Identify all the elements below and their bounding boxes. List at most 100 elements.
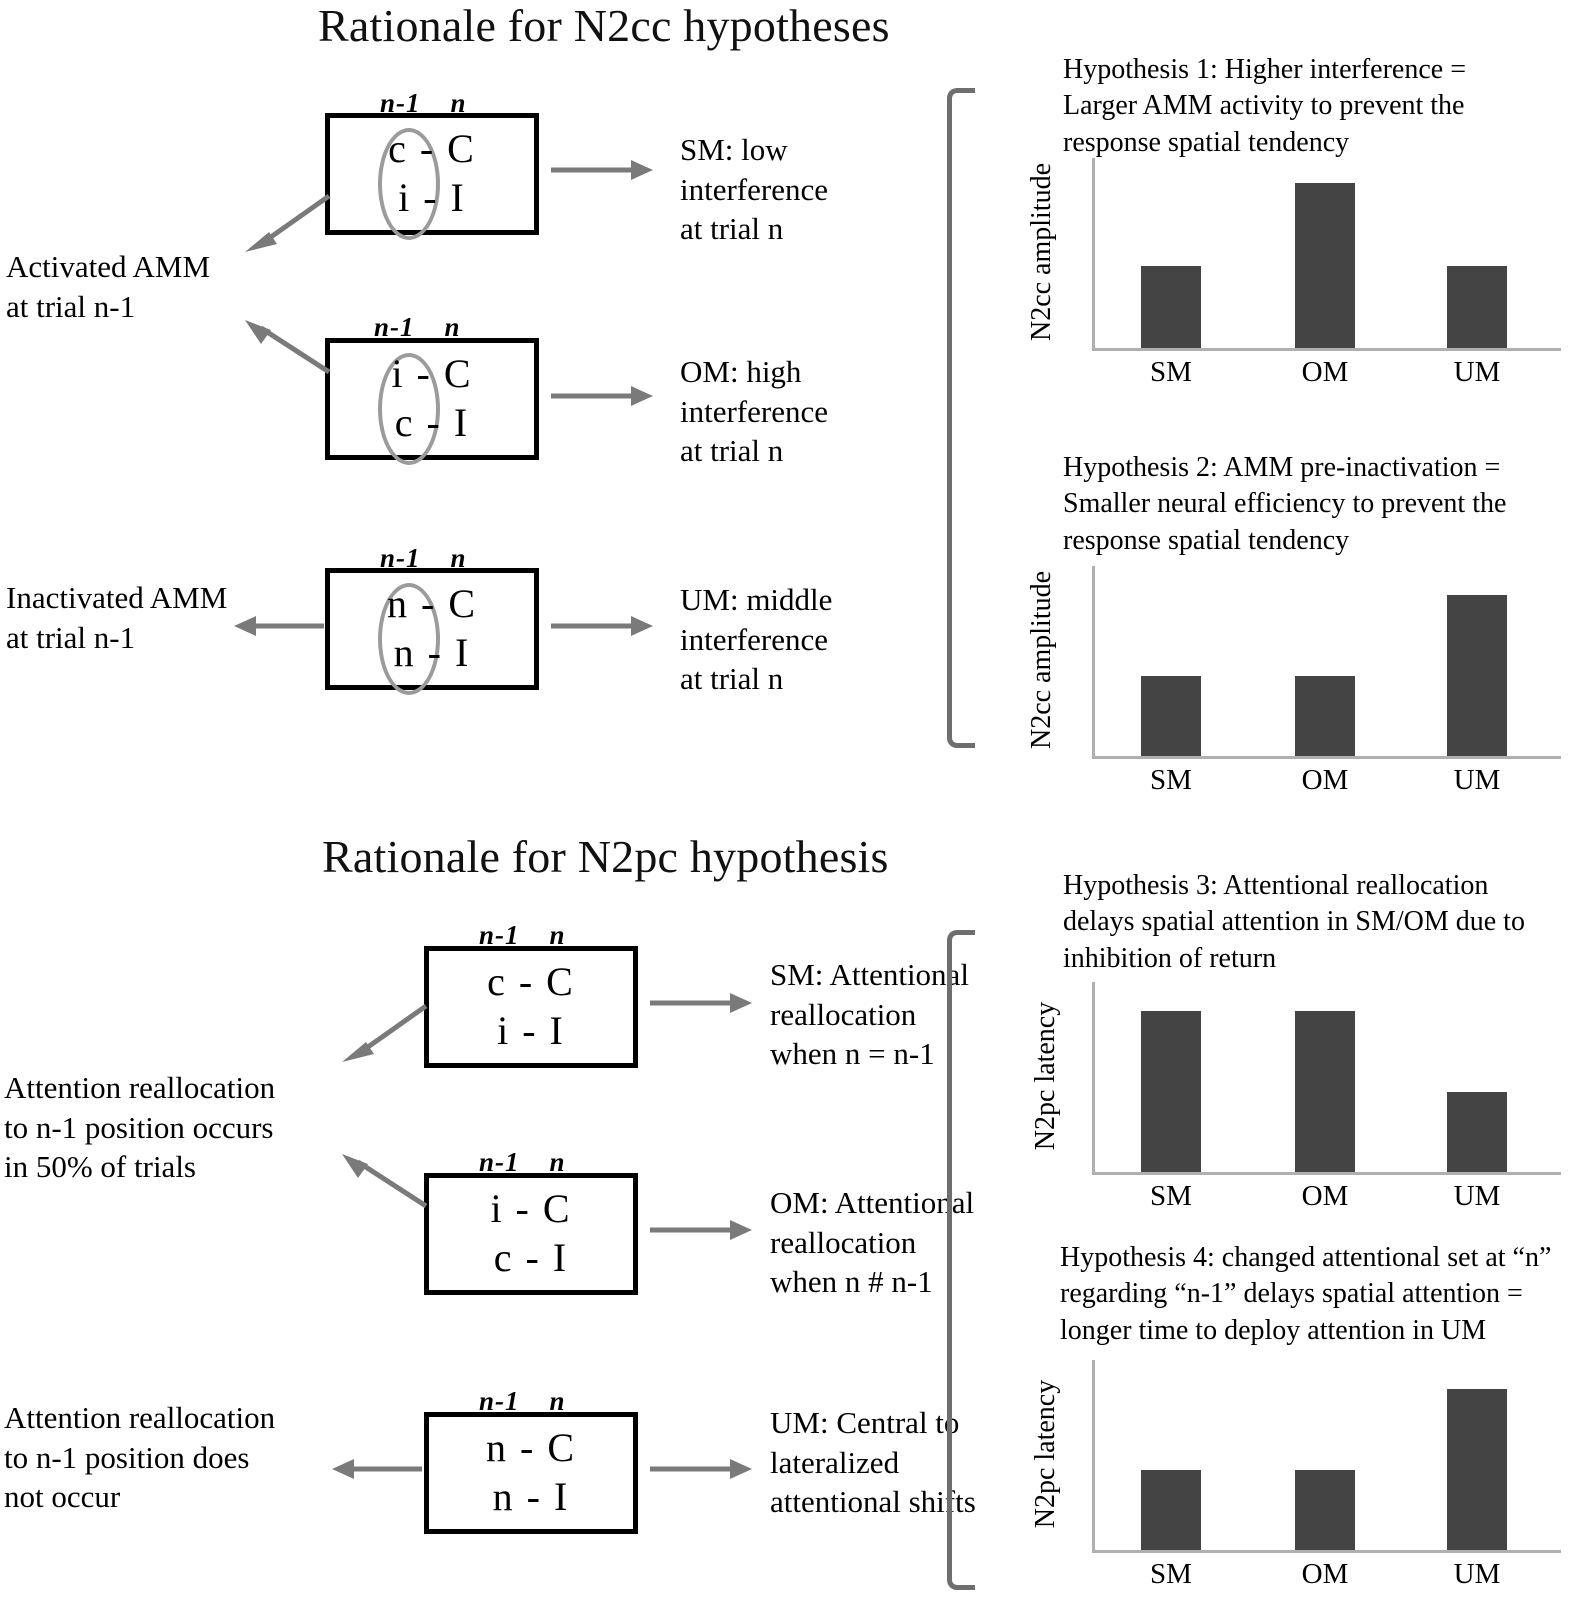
- n2cc-grouping-bracket: [947, 88, 975, 748]
- arrow-inactivated-amm-from-box-3: [234, 616, 324, 636]
- chart-1-plot-area: SM OM UM: [1092, 158, 1561, 388]
- n2cc-trial-box-3: n - C n - I: [325, 568, 539, 695]
- arrow-n2pc-box-1-to-label: [650, 993, 752, 1013]
- label-activated-amm: Activated AMM at trial n-1: [6, 249, 211, 324]
- n2pc-trial-box-3: n - C n - I: [424, 1412, 638, 1534]
- n2cc-box-3-row-2: n - I: [393, 630, 471, 675]
- chart-2-bar-sm: [1141, 676, 1201, 756]
- label-um-central-to-lateralized: UM: Central to lateralized attentional s…: [770, 1405, 976, 1520]
- n2pc-box-1-row-1: c - C: [487, 959, 575, 1005]
- arrow-n2pc-box-3-to-label: [650, 1459, 752, 1479]
- chart-3-bar-sm: [1141, 1010, 1201, 1172]
- arrow-n2cc-box-1-to-label: [551, 160, 653, 180]
- chart-4-tick-sm: SM: [1150, 1558, 1192, 1590]
- n2pc-trial-box-1: c - C i - I: [424, 946, 638, 1068]
- n2pc-box-1-header-n: n: [549, 920, 566, 950]
- label-attention-reallocation-not-occur: Attention reallocation to n-1 position d…: [4, 1400, 276, 1515]
- n2cc-trial-box-2: i - C c - I: [325, 338, 539, 465]
- chart-3-tick-om: OM: [1301, 1180, 1349, 1212]
- n-1-highlight-ellipse: [378, 128, 440, 240]
- n2cc-box-2-row-1: i - C: [391, 351, 473, 397]
- n2pc-box-3-header-n-minus-1: n-1: [479, 1386, 520, 1416]
- n2pc-box-2-header-n-minus-1: n-1: [479, 1147, 520, 1177]
- chart-2-tick-sm: SM: [1150, 764, 1192, 796]
- chart-3-tick-um: UM: [1453, 1180, 1501, 1212]
- label-om-attentional-reallocation: OM: Attentional reallocation when n # n-…: [770, 1185, 975, 1300]
- chart-1-y-axis-label: N2cc amplitude: [1026, 162, 1057, 342]
- label-attention-reallocation-occurs: Attention reallocation to n-1 position o…: [4, 1070, 276, 1185]
- chart-2-tick-um: UM: [1453, 764, 1501, 796]
- chart-hypothesis-3: N2pc latency SM OM UM: [1022, 982, 1562, 1214]
- chart-4-bar-sm: [1141, 1470, 1201, 1550]
- chart-hypothesis-4: N2pc latency SM OM UM: [1022, 1360, 1562, 1592]
- chart-3-y-axis-label: N2pc latency: [1030, 1001, 1061, 1151]
- label-om-high-interference: OM: high interference at trial n: [680, 354, 828, 469]
- n2pc-box-1-row-2: i - I: [497, 1008, 565, 1053]
- chart-hypothesis-1: N2cc amplitude SM OM UM: [1022, 158, 1562, 390]
- n2pc-box-3-row-2: n - I: [492, 1474, 570, 1519]
- chart-2-bar-om: [1295, 676, 1355, 756]
- n2cc-box-1-header-n: n: [450, 88, 467, 118]
- chart-1-bar-om: [1295, 182, 1355, 348]
- hypothesis-1-text: Hypothesis 1: Higher interference = Larg…: [1063, 54, 1466, 158]
- hypothesis-3-text: Hypothesis 3: Attentional reallocation d…: [1063, 870, 1525, 974]
- n-1-highlight-ellipse: [378, 353, 440, 465]
- arrow-activated-amm-from-box-1: [245, 193, 331, 252]
- hypothesis-4-text: Hypothesis 4: changed attentional set at…: [1060, 1242, 1552, 1346]
- chart-1-tick-um: UM: [1453, 356, 1501, 388]
- chart-4-tick-um: UM: [1453, 1558, 1501, 1590]
- chart-4-bar-um: [1447, 1388, 1507, 1550]
- n2pc-box-2-row-1: i - C: [490, 1186, 572, 1232]
- arrow-n2cc-box-3-to-label: [551, 616, 653, 636]
- n2cc-box-2-header-n: n: [444, 312, 461, 342]
- chart-4-tick-om: OM: [1301, 1558, 1349, 1590]
- n2pc-box-3-header: n-1 n: [479, 1386, 566, 1417]
- n2pc-box-2-header-n: n: [549, 1147, 566, 1177]
- n2cc-section-title: Rationale for N2cc hypotheses: [318, 0, 890, 51]
- n2pc-trial-box-2: i - C c - I: [424, 1173, 638, 1295]
- chart-3-tick-sm: SM: [1150, 1180, 1192, 1212]
- n2pc-box-2-header: n-1 n: [479, 1147, 566, 1178]
- label-sm-low-interference: SM: low interference at trial n: [680, 132, 828, 247]
- chart-hypothesis-2: N2cc amplitude SM OM UM: [1022, 566, 1562, 798]
- n2pc-box-1-header-n-minus-1: n-1: [479, 920, 520, 950]
- hypothesis-2-text: Hypothesis 2: AMM pre-inactivation = Sma…: [1063, 452, 1507, 556]
- arrow-n2pc-reallocation-from-box-2: [342, 1154, 428, 1209]
- chart-2-plot-area: SM OM UM: [1092, 566, 1561, 796]
- arrow-activated-amm-from-box-2: [245, 320, 331, 375]
- chart-3-bar-om: [1295, 1010, 1355, 1172]
- chart-3-plot-area: SM OM UM: [1092, 982, 1561, 1212]
- label-sm-attentional-reallocation: SM: Attentional reallocation when n = n-…: [770, 957, 969, 1072]
- n2cc-box-2-header: n-1 n: [374, 312, 461, 343]
- chart-1-tick-sm: SM: [1150, 356, 1192, 388]
- n2cc-box-2-header-n-minus-1: n-1: [374, 312, 415, 342]
- chart-4-plot-area: SM OM UM: [1092, 1360, 1561, 1590]
- arrow-n2pc-not-occur-from-box-3: [332, 1459, 422, 1479]
- n2cc-box-3-header-n: n: [450, 543, 467, 573]
- chart-2-tick-om: OM: [1301, 764, 1349, 796]
- chart-1-bar-um: [1447, 266, 1507, 348]
- n2pc-box-1-header: n-1 n: [479, 920, 566, 951]
- label-um-middle-interference: UM: middle interference at trial n: [680, 582, 833, 697]
- n2pc-box-3-header-n: n: [549, 1386, 566, 1416]
- label-inactivated-amm: Inactivated AMM at trial n-1: [6, 580, 228, 655]
- arrow-n2pc-reallocation-from-box-1: [342, 1003, 428, 1062]
- n2cc-trial-box-1: c - C i - I: [325, 113, 539, 240]
- chart-2-y-axis-label: N2cc amplitude: [1026, 570, 1057, 750]
- n2cc-box-1-row-2: i - I: [398, 175, 466, 220]
- chart-1-tick-om: OM: [1301, 356, 1349, 388]
- chart-4-y-axis-label: N2pc latency: [1030, 1379, 1061, 1529]
- n2cc-box-1-row-1: c - C: [388, 126, 476, 172]
- n2cc-box-2-row-2: c - I: [394, 400, 470, 445]
- chart-2-bar-um: [1447, 594, 1507, 756]
- n2pc-grouping-bracket: [947, 930, 975, 1590]
- arrow-n2cc-box-2-to-label: [551, 386, 653, 406]
- chart-3-bar-um: [1447, 1092, 1507, 1172]
- n-1-highlight-ellipse: [378, 583, 440, 695]
- n2pc-box-2-row-2: c - I: [493, 1235, 569, 1280]
- arrow-n2pc-box-2-to-label: [650, 1220, 752, 1240]
- n2pc-section-title: Rationale for N2pc hypothesis: [322, 831, 889, 882]
- n2pc-box-3-row-1: n - C: [486, 1425, 576, 1471]
- chart-1-bar-sm: [1141, 266, 1201, 348]
